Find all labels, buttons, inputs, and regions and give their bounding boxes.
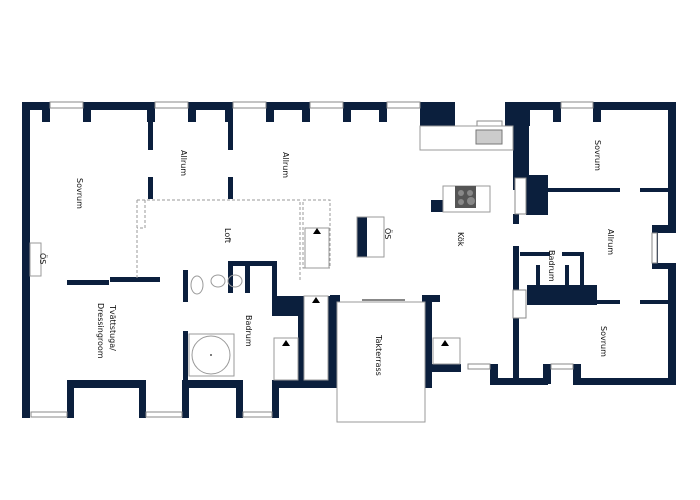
room-labels: Sovrum Allrum Allrum ÖS Loft ÖS Kök Badr… <box>38 140 615 376</box>
label-sovrum-top-right: Sovrum <box>593 140 602 171</box>
sink-icon <box>227 274 243 288</box>
label-badrum-right: Badrum <box>547 250 556 282</box>
sink-icon <box>210 274 226 288</box>
windows <box>30 101 658 418</box>
label-allrum-1: Allrum <box>179 150 188 176</box>
label-sovrum-bottom-right: Sovrum <box>599 326 608 357</box>
loft-outline <box>136 199 301 280</box>
kitchen-sink-icon <box>475 129 503 145</box>
walls <box>22 102 676 418</box>
label-dressingroom: Dressingroom <box>96 303 105 359</box>
takterrass-outline <box>336 301 426 423</box>
fixtures <box>29 125 514 423</box>
label-allrum-2: Allrum <box>281 152 290 178</box>
label-kok: Kök <box>456 232 465 247</box>
os-left-box <box>29 242 42 277</box>
toilet-icon <box>190 275 204 295</box>
label-os-left: ÖS <box>38 253 48 264</box>
label-tvattstuga: Tvättstuga/ <box>108 304 117 351</box>
bathtub-icon <box>191 335 231 375</box>
label-allrum-right: Allrum <box>606 229 615 255</box>
loft-stairs <box>302 199 331 269</box>
label-takterrass: Takterrass <box>374 334 383 376</box>
label-sovrum-left: Sovrum <box>75 178 84 209</box>
label-loft: Loft <box>223 228 232 243</box>
cooktop-icon <box>455 186 476 208</box>
label-os-center: ÖS <box>383 228 393 239</box>
label-badrum-left: Badrum <box>244 315 253 347</box>
